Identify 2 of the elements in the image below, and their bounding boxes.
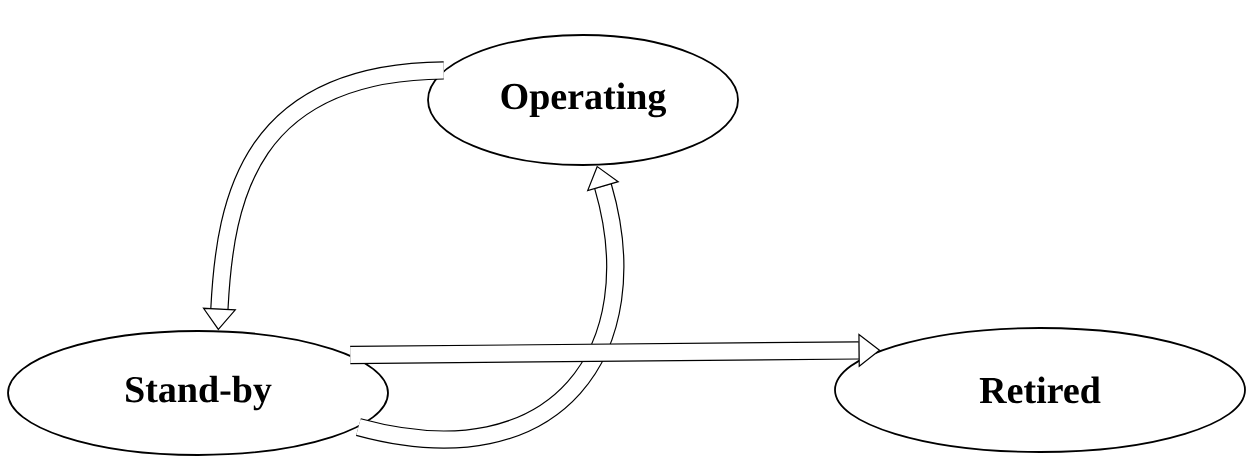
block-arrow [202, 61, 445, 331]
block-arrow [356, 165, 625, 449]
